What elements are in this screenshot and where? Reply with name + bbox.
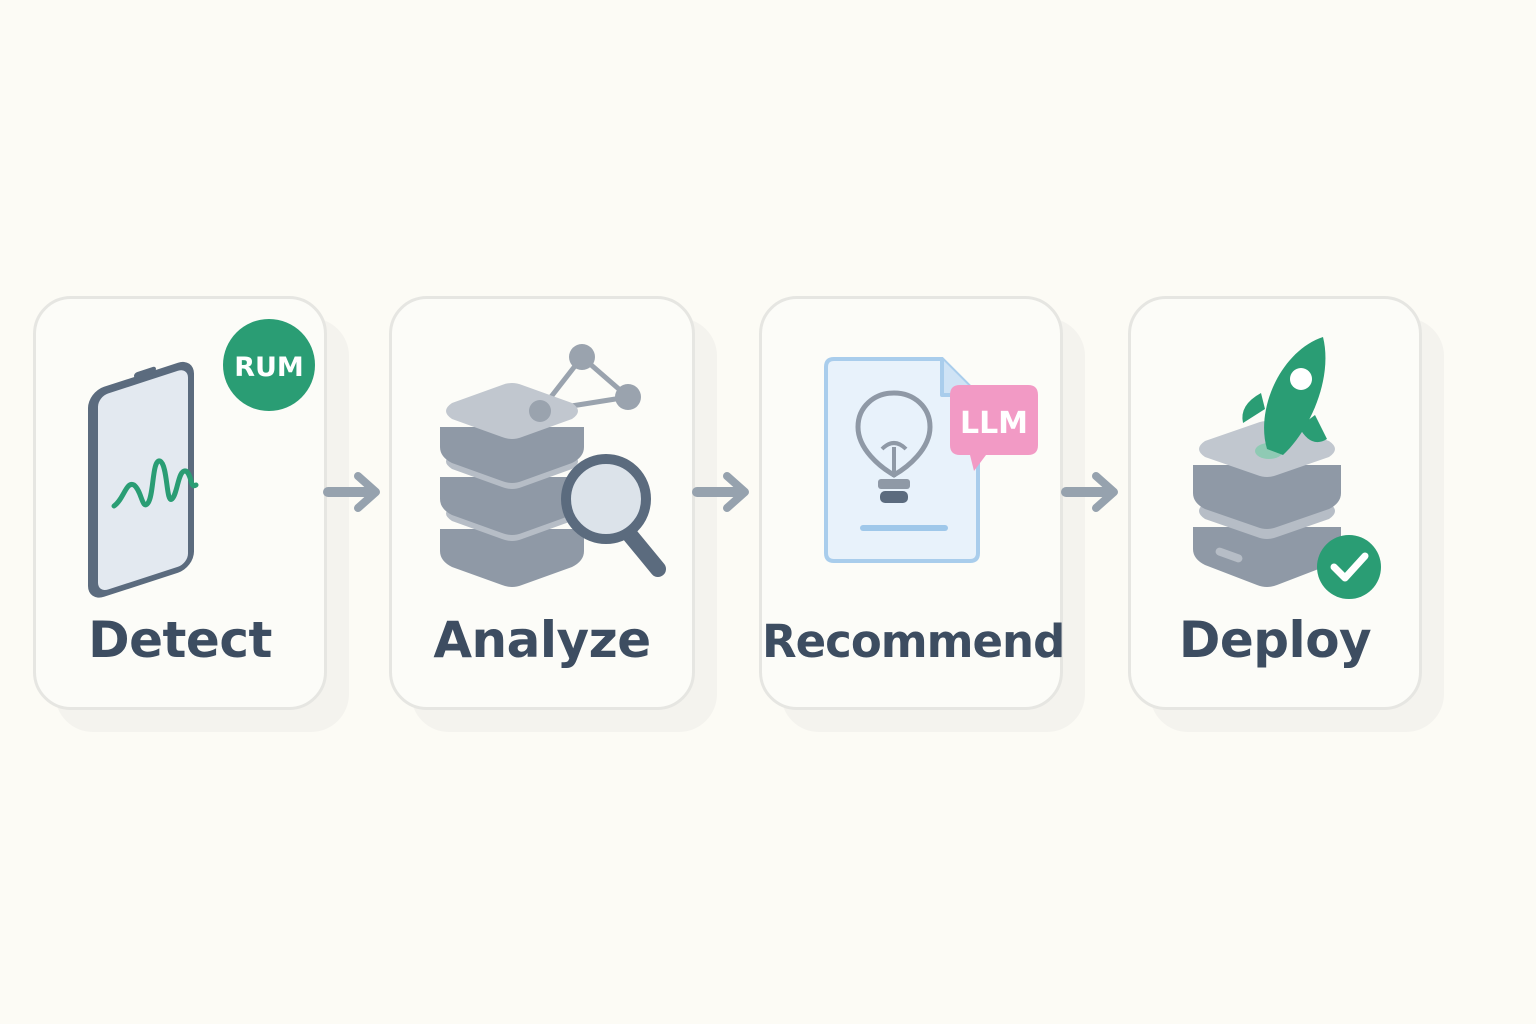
step-card-analyze: Analyze [389,296,695,710]
server-rocket-icon [1193,337,1381,599]
arrow-right-icon [1061,472,1118,512]
step-label-analyze: Analyze [433,611,651,669]
arrow-right-icon [323,472,380,512]
llm-badge-text: LLM [960,406,1028,441]
database-magnifier-icon [440,344,666,587]
step-card-deploy: Deploy [1128,296,1422,710]
arrow-right-icon [692,472,749,512]
step-label-detect: Detect [88,611,272,669]
step-card-recommend: LLM Recommend [759,296,1065,710]
phone-waveform-icon [88,361,199,598]
step-label-recommend: Recommend [762,615,1065,668]
step-label-deploy: Deploy [1178,611,1372,669]
step-card-detect: RUM Detect [33,296,327,710]
document-lightbulb-icon: LLM [824,357,1038,563]
